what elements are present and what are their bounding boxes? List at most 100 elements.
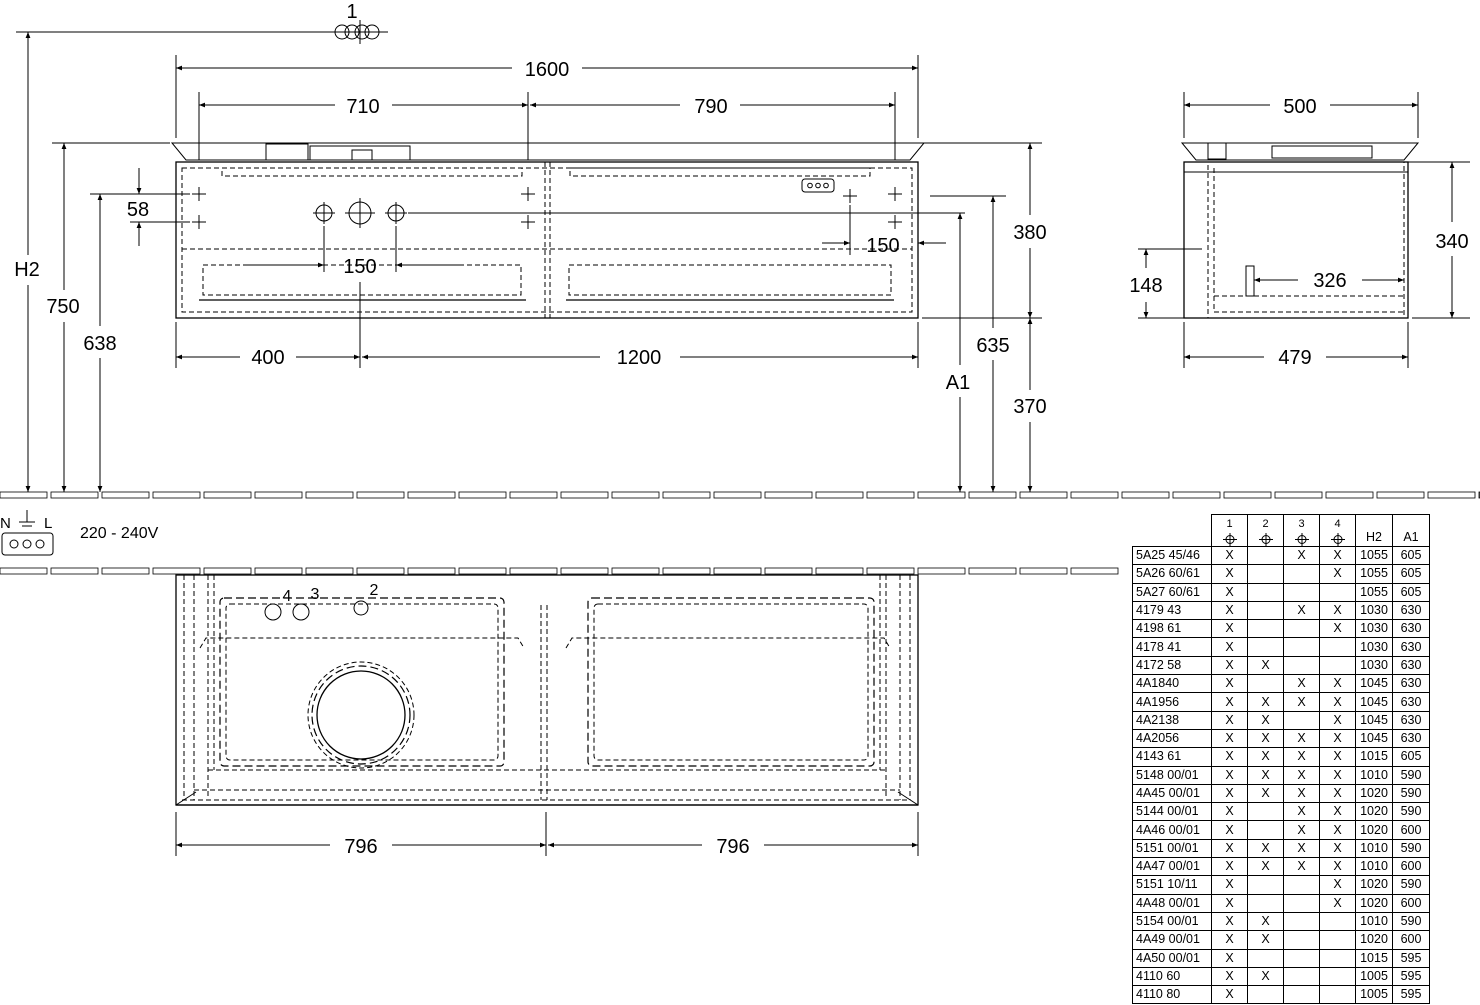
- dim-796-right: 796: [716, 836, 749, 858]
- earth-icon: [19, 510, 35, 527]
- strip-segment: [305, 567, 354, 575]
- strip-segment: [764, 491, 813, 499]
- dim-750: 750: [46, 296, 79, 318]
- strip-segment: [611, 567, 660, 575]
- outlet-mark: X: [1319, 857, 1356, 877]
- model-code: 4A47 00/01: [1132, 857, 1212, 877]
- outlet-mark: [1247, 637, 1284, 657]
- outlet-mark: X: [1319, 600, 1356, 621]
- outlet-mark: X: [1283, 765, 1320, 785]
- dim-a1: A1: [946, 372, 970, 394]
- dim-148: 148: [1129, 275, 1162, 297]
- outlet-mark: [1319, 655, 1356, 676]
- h2-value: 1030: [1355, 637, 1393, 657]
- outlet-mark: X: [1319, 710, 1356, 730]
- outlet-mark: [1319, 911, 1356, 932]
- model-code: 5154 00/01: [1132, 911, 1212, 932]
- outlet-mark: X: [1211, 857, 1248, 877]
- a1-value: 630: [1392, 655, 1430, 676]
- a1-value: 590: [1392, 911, 1430, 932]
- dim-58: 58: [127, 199, 149, 221]
- a1-value: 605: [1392, 582, 1430, 602]
- h2-value: 1055: [1355, 545, 1393, 566]
- strip-segment: [50, 567, 99, 575]
- outlet-mark: [1247, 875, 1284, 895]
- dim-326: 326: [1313, 270, 1346, 292]
- outlet-mark: X: [1319, 674, 1356, 694]
- tap-legend-1: 1: [330, 1, 388, 44]
- plan-view: 4 3 2 796 796: [175, 574, 919, 858]
- a1-value: 605: [1392, 545, 1430, 566]
- h2-value: 1015: [1355, 747, 1393, 767]
- strip-segment: [1223, 491, 1272, 499]
- table-header-a1: A1: [1392, 514, 1430, 547]
- strip-segment: [1070, 491, 1119, 499]
- strip-segment: [1070, 567, 1119, 575]
- strip-segment: [152, 567, 201, 575]
- strip-segment: [407, 491, 456, 499]
- h2-value: 1020: [1355, 802, 1393, 822]
- outlet-mark: [1283, 985, 1320, 1005]
- dim-500: 500: [1283, 96, 1316, 118]
- dim-796-left: 796: [344, 836, 377, 858]
- a1-value: 600: [1392, 893, 1430, 913]
- a1-value: 630: [1392, 637, 1430, 657]
- neutral-label: N: [0, 515, 11, 532]
- outlet-mark: X: [1283, 692, 1320, 712]
- h2-value: 1010: [1355, 857, 1393, 877]
- outlet-number: 4: [1334, 518, 1341, 530]
- outlet-mark: X: [1319, 564, 1356, 584]
- live-label: L: [44, 515, 52, 532]
- strip-segment: [1172, 491, 1221, 499]
- outlet-mark: [1283, 893, 1320, 913]
- outlet-mark: X: [1211, 710, 1248, 730]
- a1-value: 590: [1392, 802, 1430, 822]
- outlet-mark: X: [1319, 802, 1356, 822]
- dim-790: 790: [694, 96, 727, 118]
- dim-380: 380: [1013, 222, 1046, 244]
- model-code: 4A2056: [1132, 728, 1212, 749]
- outlet-mark: X: [1319, 747, 1356, 767]
- outlet-mark: X: [1211, 893, 1248, 913]
- socket-legend-icon: [1, 532, 54, 556]
- outlet-mark: X: [1211, 728, 1248, 749]
- a1-value: 630: [1392, 710, 1430, 730]
- outlet-mark: X: [1247, 655, 1284, 676]
- outlet-mark: [1319, 637, 1356, 657]
- outlet-mark: X: [1319, 765, 1356, 785]
- strip-segment: [1376, 491, 1425, 499]
- strip-segment: [203, 567, 252, 575]
- dim-h2: H2: [14, 259, 40, 281]
- outlet-mark: X: [1211, 619, 1248, 639]
- outlet-mark: [1247, 600, 1284, 621]
- outlet-mark: X: [1211, 545, 1248, 566]
- model-code: 5148 00/01: [1132, 765, 1212, 785]
- outlet-mark: X: [1319, 545, 1356, 566]
- model-code: 4110 60: [1132, 966, 1212, 987]
- strip-segment: [1325, 491, 1374, 499]
- strip-segment: [0, 567, 48, 575]
- a1-value: 600: [1392, 930, 1430, 950]
- outlet-mark: X: [1319, 875, 1356, 895]
- strip-segment: [662, 491, 711, 499]
- model-code: 5151 00/01: [1132, 838, 1212, 859]
- outlet-mark: X: [1319, 820, 1356, 840]
- strip-segment: [0, 491, 48, 499]
- outlet-mark: X: [1283, 783, 1320, 804]
- socket-icon: [801, 178, 835, 193]
- a1-value: 590: [1392, 838, 1430, 859]
- model-code: 4A49 00/01: [1132, 930, 1212, 950]
- outlet-mark: X: [1211, 747, 1248, 767]
- outlet-mark: [1283, 564, 1320, 584]
- tap-hole-icon: [1330, 533, 1345, 546]
- outlet-mark: X: [1319, 728, 1356, 749]
- h2-value: 1015: [1355, 948, 1393, 968]
- strip-segment: [713, 567, 762, 575]
- tap-legend-icon: [330, 20, 388, 44]
- a1-value: 630: [1392, 619, 1430, 639]
